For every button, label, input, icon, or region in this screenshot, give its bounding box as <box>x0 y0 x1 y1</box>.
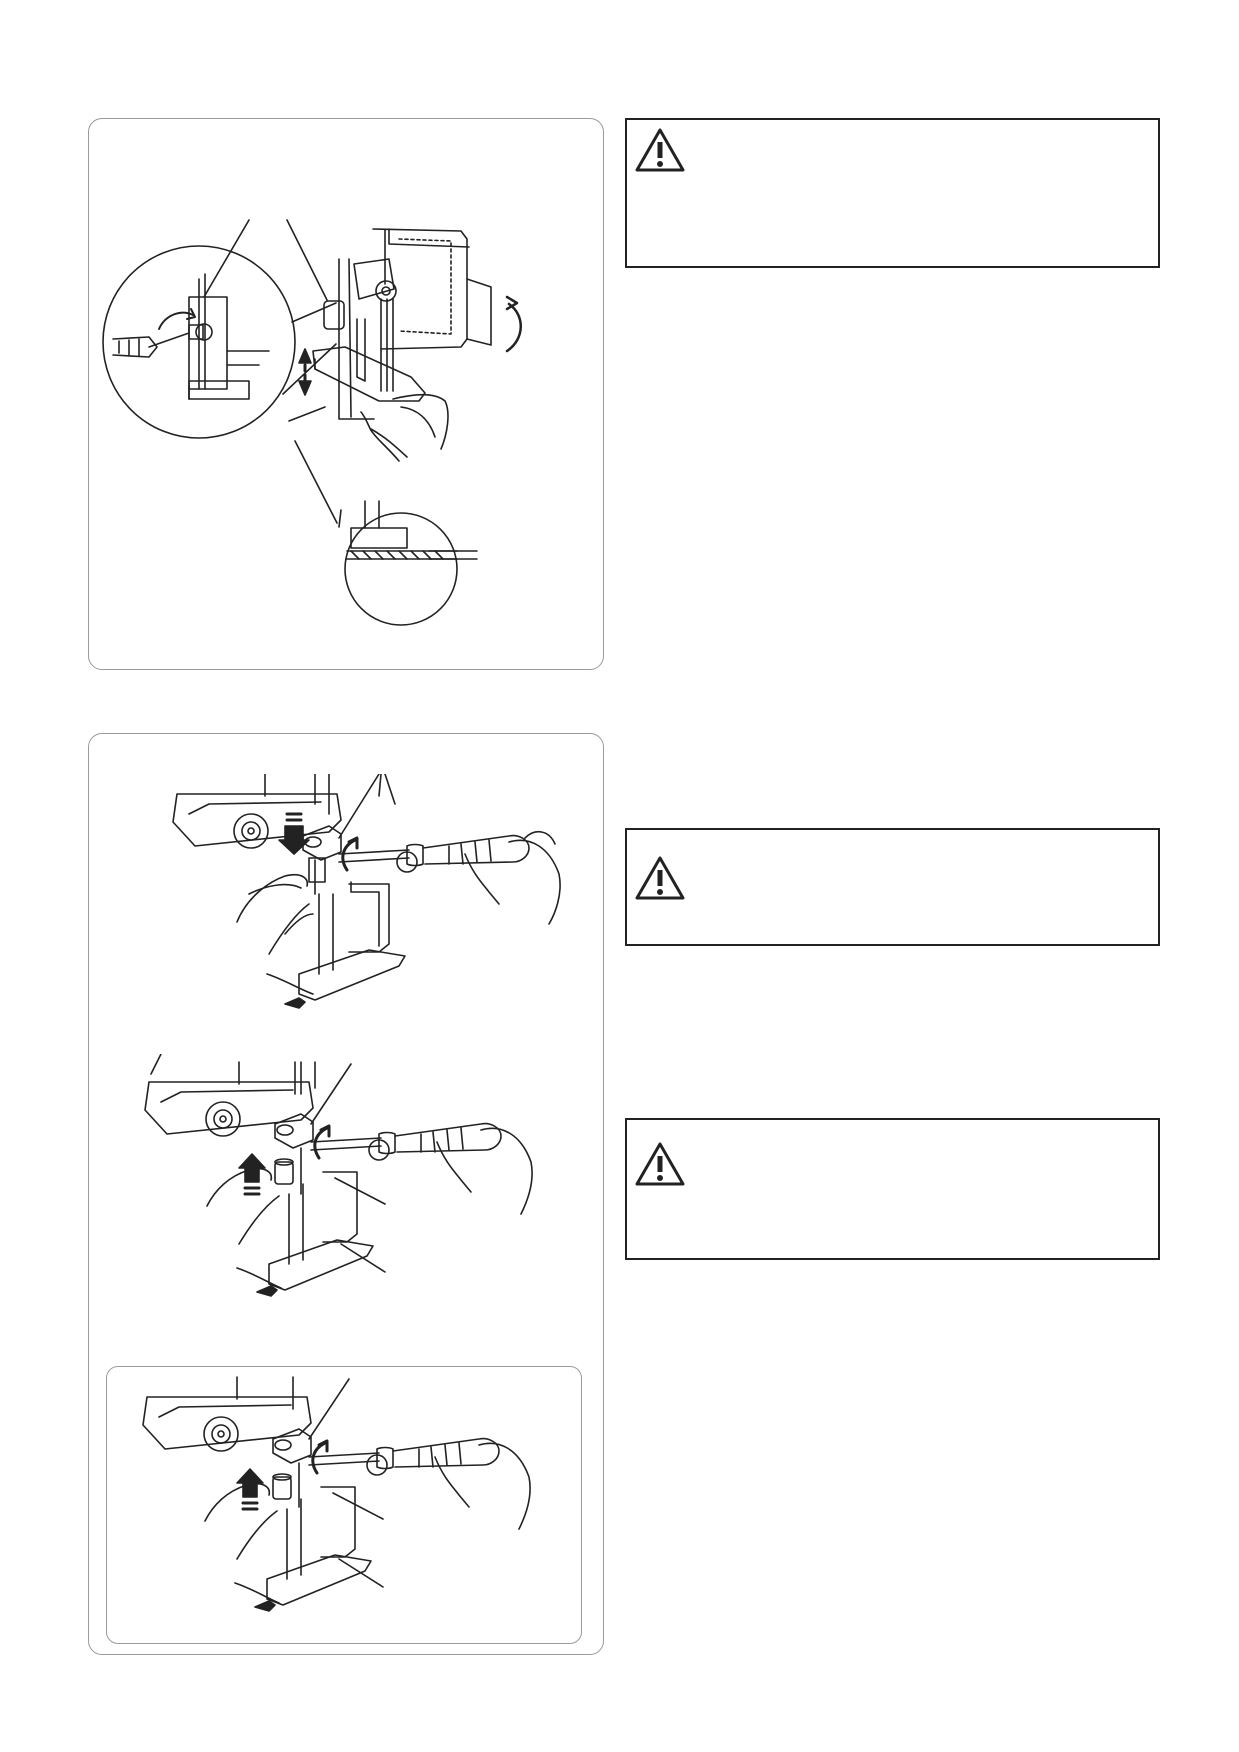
warning-box-3 <box>625 1118 1160 1260</box>
warning-box-1 <box>625 118 1160 268</box>
warning-box-2 <box>625 828 1160 946</box>
illustration-panel-top <box>88 118 604 670</box>
needle-insertion-figure <box>89 1054 605 1324</box>
warning-triangle-icon <box>633 1140 687 1190</box>
warning-triangle-icon <box>633 854 687 904</box>
warning-triangle-icon <box>633 126 687 176</box>
needle-insertion-alt-figure <box>107 1367 583 1645</box>
magnifier-circle-foot <box>345 513 457 625</box>
illustration-subpanel <box>106 1366 582 1644</box>
illustration-panel-bottom <box>88 733 604 1655</box>
needle-removal-figure <box>89 774 605 1064</box>
magnifier-circle-screw <box>103 246 295 438</box>
presser-foot-adjustment-figure <box>89 119 605 671</box>
